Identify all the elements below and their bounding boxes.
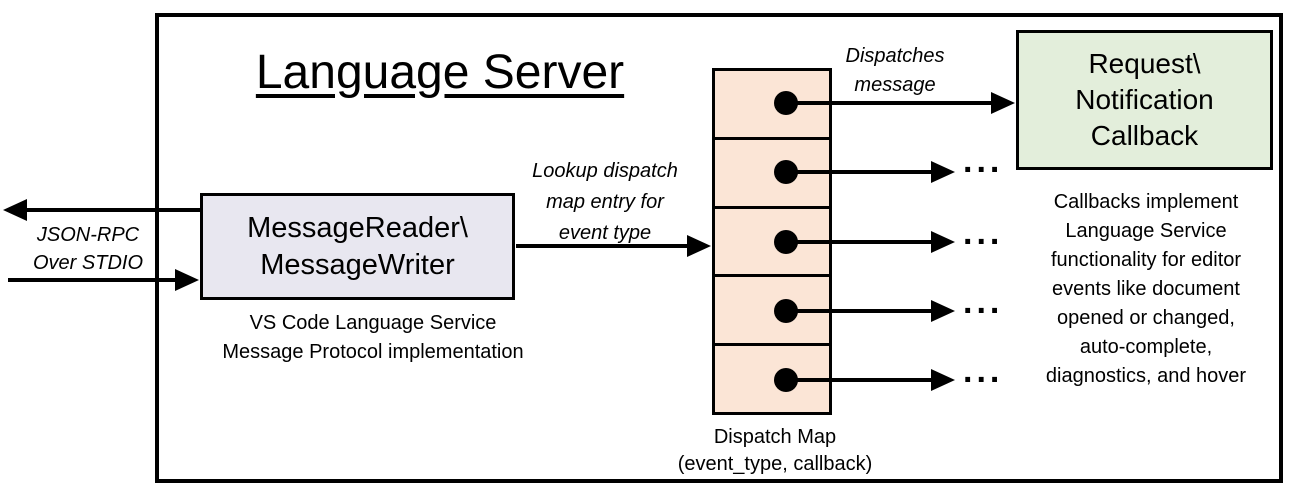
lookup-dispatch-label-line2: map entry for: [546, 191, 664, 213]
dispatches-message-label-line2: message: [854, 74, 936, 96]
callbacks-note-line7: diagnostics, and hover: [1045, 365, 1247, 387]
dispatches-message-label-line1: Dispatches: [845, 45, 945, 67]
ellipsis-row-4: ...: [963, 283, 1004, 321]
callbacks-note-line1: Callbacks implement: [1053, 191, 1239, 213]
dispatch-map-cell-5: [715, 346, 829, 412]
dispatch-map-cell-4: [715, 277, 829, 347]
callbacks-note: Callbacks implement Language Service fun…: [1008, 188, 1284, 391]
callbacks-note-line3: functionality for editor: [1050, 249, 1242, 271]
message-box-line2: MessageWriter: [260, 248, 455, 281]
ellipsis-row-3: ...: [963, 214, 1004, 252]
dispatch-map-cell-2: [715, 140, 829, 209]
ellipsis-row-2: ...: [963, 142, 1004, 180]
callbacks-note-line2: Language Service: [1065, 220, 1227, 242]
dispatch-map-table: [712, 68, 832, 415]
lookup-dispatch-label-line3: event type: [558, 222, 652, 244]
request-notification-callback-box: Request\ Notification Callback: [1016, 30, 1273, 170]
json-rpc-stdio-label-line1: JSON-RPC: [36, 224, 140, 246]
dispatch-map-cell-1: [715, 71, 829, 140]
callbacks-note-line4: events like document: [1052, 278, 1240, 300]
message-box-caption-line1: VS Code Language Service: [249, 312, 497, 334]
callback-box-line3: Callback: [1090, 120, 1199, 151]
dispatch-map-caption-line1: Dispatch Map: [713, 426, 837, 448]
lookup-dispatch-label-line1: Lookup dispatch: [532, 160, 678, 182]
message-box-caption: VS Code Language Service Message Protoco…: [193, 309, 553, 367]
callback-box-line1: Request\: [1088, 48, 1201, 79]
ellipsis-row-5: ...: [963, 352, 1004, 390]
dispatch-map-caption: Dispatch Map (event_type, callback): [640, 424, 910, 478]
callbacks-note-line5: opened or changed,: [1057, 307, 1235, 329]
page-title: Language Server: [255, 46, 625, 99]
language-server-outer-box: [155, 13, 1283, 483]
dispatch-map-cell-3: [715, 209, 829, 278]
dispatches-message-label: Dispatches message: [810, 42, 980, 100]
json-rpc-stdio-label-line2: Over STDIO: [32, 252, 143, 274]
message-box-caption-line2: Message Protocol implementation: [222, 341, 524, 363]
message-box-line1: MessageReader\: [247, 211, 468, 244]
callback-box-line2: Notification: [1075, 84, 1214, 115]
message-reader-writer-box: MessageReader\ MessageWriter: [200, 193, 515, 300]
callbacks-note-line6: auto-complete,: [1079, 336, 1213, 358]
json-rpc-stdio-label: JSON-RPC Over STDIO: [0, 221, 176, 277]
dispatch-map-caption-line2: (event_type, callback): [677, 453, 873, 475]
lookup-dispatch-label: Lookup dispatch map entry for event type: [505, 156, 705, 249]
